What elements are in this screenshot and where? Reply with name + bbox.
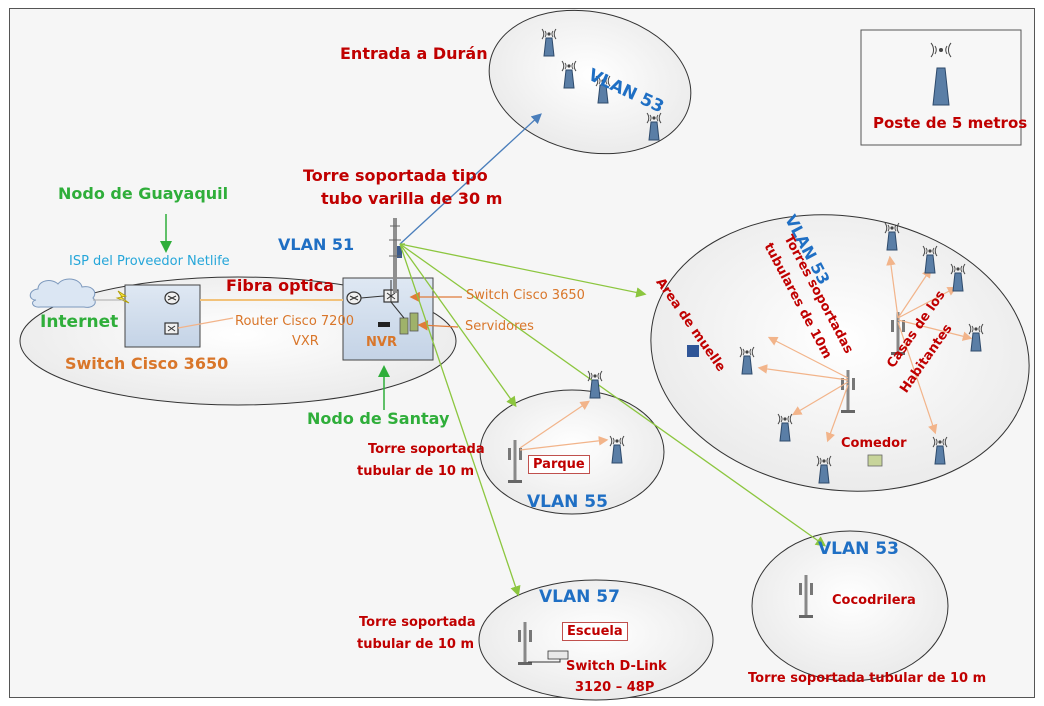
poste-label: Poste de 5 metros — [873, 114, 1028, 132]
switch-dlink-label-1: Switch D-Link — [566, 659, 667, 674]
vlan-53-cocodrilera-label: VLAN 53 — [818, 539, 899, 559]
cocodrilera-label: Cocodrilera — [832, 593, 916, 608]
nodo-santay-label: Nodo de Santay — [307, 409, 450, 428]
vlan-57-label: VLAN 57 — [539, 587, 620, 607]
torre-cocodrilera-label: Torre soportada tubular de 10 m — [748, 671, 987, 686]
tower-icon — [587, 370, 603, 399]
link-cocodrilera — [399, 243, 827, 547]
link-escuela — [399, 243, 521, 597]
cocodrilera-ellipse — [751, 530, 949, 682]
main-tower-label-2: tubo varilla de 30 m — [321, 189, 503, 208]
link-duran — [399, 113, 542, 245]
parque-ellipse — [479, 389, 665, 515]
internet-label: Internet — [40, 312, 119, 332]
legend-tower-icon — [930, 42, 952, 106]
habitantes-ellipse — [650, 214, 1030, 492]
link-parque — [399, 243, 517, 408]
vlan-55-label: VLAN 55 — [527, 492, 608, 512]
switch-guayaquil-label: Switch Cisco 3650 — [65, 354, 229, 373]
router-label: Router Cisco 7200 — [235, 314, 354, 329]
entrada-duran-label: Entrada a Durán — [340, 44, 488, 63]
router-model-label: VXR — [292, 334, 319, 349]
main-tower-icon — [389, 218, 402, 293]
vlan-51-label: VLAN 51 — [278, 235, 355, 254]
switch-santay-label: Switch Cisco 3650 — [466, 288, 585, 303]
link-habitantes — [399, 243, 647, 298]
nvr-label: NVR — [366, 335, 397, 350]
fibra-optica-label: Fibra optica — [226, 276, 334, 295]
switch-dlink-label-2: 3120 – 48P — [575, 680, 655, 695]
torre-parque-label-2: tubular de 10 m — [357, 464, 475, 479]
muelle-square — [687, 345, 699, 357]
torre-escuela-label-2: tubular de 10 m — [357, 637, 475, 652]
comedor-square — [867, 454, 883, 467]
guayaquil-box — [124, 284, 201, 348]
escuela-label: Escuela — [562, 622, 628, 641]
lightning-icon — [115, 290, 130, 304]
dlink-switch-icon — [547, 650, 569, 660]
comedor-label: Comedor — [841, 436, 907, 451]
main-tower-label-1: Torre soportada tipo — [303, 166, 488, 185]
parque-label: Parque — [528, 455, 590, 474]
servidores-label: Servidores — [465, 319, 534, 334]
isp-label: ISP del Proveedor Netlife — [69, 254, 230, 269]
torre-escuela-label-1: Torre soportada — [359, 615, 476, 630]
nodo-guayaquil-label: Nodo de Guayaquil — [58, 184, 229, 203]
internet-cloud-icon — [29, 278, 96, 308]
torre-parque-label-1: Torre soportada — [368, 442, 485, 457]
